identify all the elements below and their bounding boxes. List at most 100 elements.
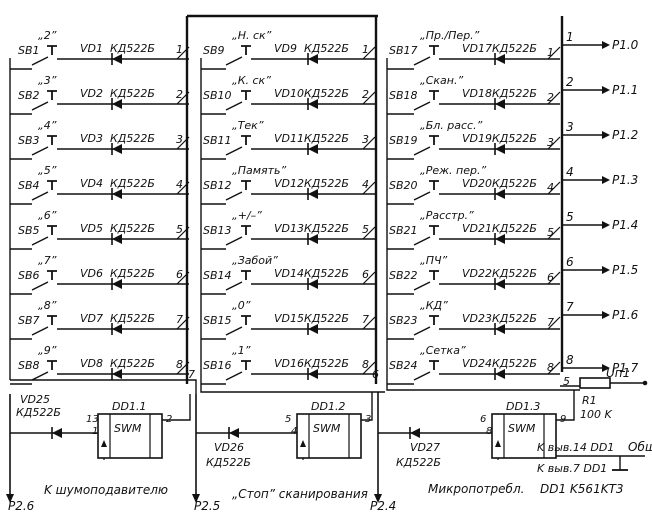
bus-tick: [362, 361, 376, 375]
diode-type: КД522Б: [110, 87, 155, 100]
diode-type: КД522Б: [110, 267, 155, 280]
button-cap: [47, 225, 57, 235]
bus-tick: [176, 46, 190, 60]
diode-type: КД522Б: [304, 42, 349, 55]
chip-ref: DD1.1: [112, 400, 146, 413]
switch-ref: SB9: [203, 44, 225, 57]
switch-ref: SB4: [18, 179, 40, 192]
chip-body: [97, 413, 163, 459]
key-label: „Реж. пер.”: [420, 164, 486, 177]
bottom-label-p24: P2.4: [370, 499, 396, 513]
key-label: „Скан.”: [420, 74, 463, 87]
bottom-label-chip-note: DD1 K561KT3: [540, 482, 624, 496]
button-cap: [47, 135, 57, 145]
aux-diode-ref: VD27: [410, 441, 440, 454]
diode-ref: VD14: [274, 267, 304, 280]
pushbutton-icon: [413, 135, 439, 156]
bus-tick: [176, 181, 190, 195]
switch-contact: [413, 281, 431, 291]
diode-type: КД522Б: [492, 177, 537, 190]
bus-line-number: 8: [362, 358, 369, 371]
port-bus-number: 3: [566, 120, 574, 134]
diode-icon: [112, 54, 122, 64]
pushbutton-icon: [31, 270, 57, 291]
bus-tick: [547, 361, 561, 375]
switch-contact: [413, 236, 431, 246]
key-label: „Расстр.”: [420, 209, 474, 222]
button-cap: [241, 315, 251, 325]
key-label: „Пр./Пер.”: [420, 29, 480, 42]
switch-contact: [31, 236, 49, 246]
pushbutton-icon: [225, 135, 251, 156]
diode-ref: VD20: [462, 177, 492, 190]
diode-ref: VD22: [462, 267, 492, 280]
feed-number: 7: [188, 368, 195, 381]
aux-diode-ref: VD26: [214, 441, 244, 454]
diode-type: КД522Б: [304, 222, 349, 235]
arrow-icon: [495, 440, 501, 447]
button-cap: [47, 180, 57, 190]
bus-tick: [176, 226, 190, 240]
pushbutton-icon: [31, 315, 57, 336]
pushbutton-icon: [225, 270, 251, 291]
key-label: „Бл. расс.”: [420, 119, 483, 132]
switch-ref: SB8: [18, 359, 40, 372]
switch-ref: SB21: [389, 224, 418, 237]
switch-contact: [31, 146, 49, 156]
key-label: „К. ск”: [232, 74, 271, 87]
button-cap: [241, 360, 251, 370]
bus-tick: [176, 136, 190, 150]
diode-icon: [495, 279, 505, 289]
switch-ref: SB10: [203, 89, 232, 102]
switch-contact: [225, 326, 243, 336]
pushbutton-icon: [413, 270, 439, 291]
bus-tick: [362, 181, 376, 195]
key-label: „Память”: [232, 164, 287, 177]
diode-ref: VD5: [80, 222, 103, 235]
chip3-out: [556, 390, 575, 421]
diode-ref: VD15: [274, 312, 304, 325]
button-cap: [241, 135, 251, 145]
port-label: P1.7: [612, 361, 639, 375]
arrow-icon: [602, 86, 610, 94]
diode-type: КД522Б: [110, 357, 155, 370]
diode-type: КД522Б: [110, 222, 155, 235]
diode-ref: VD23: [462, 312, 492, 325]
bus-tick: [362, 226, 376, 240]
diode-type: КД522Б: [492, 312, 537, 325]
diode-type: КД522Б: [304, 132, 349, 145]
switch-ref: SB19: [389, 134, 418, 147]
junction-dot: [642, 380, 648, 386]
bottom-label-stop: „Стоп” сканирования: [232, 487, 368, 501]
port-bus-number: 2: [566, 75, 574, 89]
bus-line-number: 5: [547, 226, 554, 239]
key-label: „Н. ск”: [232, 29, 272, 42]
bus-line-number: 3: [362, 133, 369, 146]
feed-bus-col3: [386, 380, 580, 391]
key-label: „8”: [38, 299, 57, 312]
port-bus-number: 1: [566, 30, 574, 44]
diode-icon: [495, 99, 505, 109]
arrow-down-icon: [192, 494, 200, 503]
diode-icon: [112, 144, 122, 154]
arrow-icon: [602, 364, 610, 372]
bus-line-number: 8: [176, 358, 183, 371]
button-cap: [429, 180, 439, 190]
switch-contact: [31, 371, 49, 381]
switch-contact: [31, 101, 49, 111]
port-label: P1.0: [612, 38, 639, 52]
bus-tick: [547, 46, 561, 60]
bottom-label-micro: Микропотребл.: [428, 482, 524, 496]
switch-contact: [225, 281, 243, 291]
switch-ref: SB11: [203, 134, 232, 147]
aux-diode-type: КД522Б: [396, 456, 441, 469]
switch-ref: SB12: [203, 179, 232, 192]
diode-ref: VD19: [462, 132, 492, 145]
button-cap: [47, 270, 57, 280]
bus-line-number: 2: [547, 91, 554, 104]
port-label: P1.4: [612, 218, 638, 232]
bottom-label-p26: P2.6: [8, 499, 35, 513]
switch-ref: SB5: [18, 224, 40, 237]
bottom-label-p25: P2.5: [194, 499, 220, 513]
